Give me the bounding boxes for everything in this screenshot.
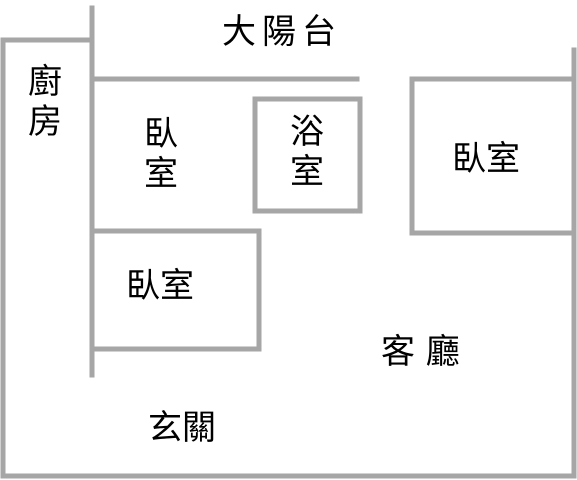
kitchen-label: 廚 房 [25, 62, 65, 142]
bathroom-label-char-1: 浴 [290, 112, 324, 152]
bedroom-top-left-label: 臥 室 [141, 114, 181, 194]
balcony-label: 大陽台 [222, 12, 342, 52]
kitchen-label-char-1: 廚 [28, 62, 62, 102]
entrance-label: 玄關 [148, 408, 216, 448]
bathroom-label: 浴 室 [287, 112, 327, 192]
bedroom-middle-label: 臥室 [126, 266, 194, 306]
living-room-label: 客 廳 [381, 332, 460, 372]
bedroom-top-left-label-char-2: 室 [144, 154, 178, 194]
bathroom-label-char-2: 室 [290, 152, 324, 192]
outer-wall [0, 37, 577, 479]
bathroom-walls [252, 96, 363, 214]
bedroom-top-left-label-char-1: 臥 [144, 114, 178, 154]
kitchen-label-char-2: 房 [28, 102, 62, 142]
bedroom-right-label: 臥室 [452, 139, 520, 179]
bedroom-right-walls [409, 76, 577, 236]
bedroom-middle-walls [89, 228, 262, 352]
